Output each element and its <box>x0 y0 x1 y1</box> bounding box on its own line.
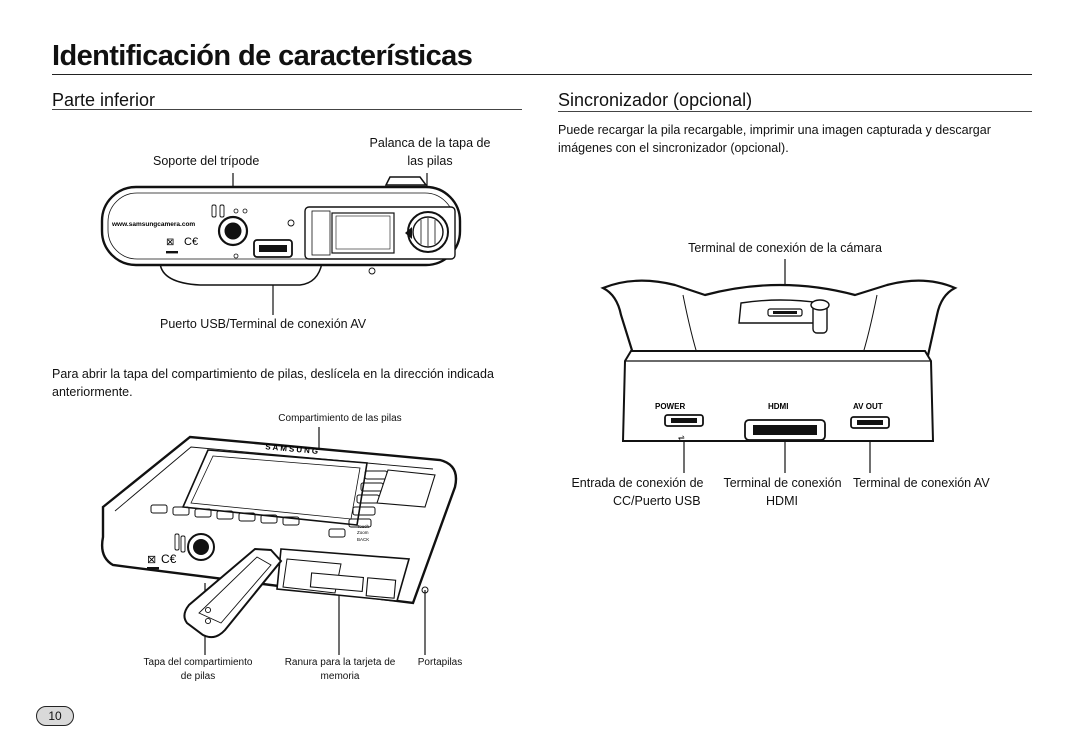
label-battery-compartment: Compartimiento de las pilas <box>278 413 402 424</box>
title-divider <box>52 74 1032 75</box>
camera-battery-illustration: SAMSUNG Touch Zoom BACK ⊠ C€ <box>100 427 458 655</box>
svg-text:HDMI: HDMI <box>768 402 788 411</box>
instruction-text: Para abrir la tapa del compartimiento de… <box>52 367 494 399</box>
section-heading-cradle: Sincronizador (opcional) <box>558 90 753 110</box>
svg-text:Zoom: Zoom <box>357 530 369 535</box>
svg-text:C€: C€ <box>184 236 198 248</box>
camera-bottom-illustration: www.samsungcamera.com ⊠ C€ <box>100 173 462 315</box>
label-memory-card-slot-2: memoria <box>320 671 360 682</box>
page-number: 10 <box>36 706 74 726</box>
label-memory-card-slot-1: Ranura para la tarjeta de <box>284 657 396 668</box>
svg-text:⊠: ⊠ <box>166 237 174 248</box>
page-title: Identificación de características <box>52 40 473 72</box>
section-heading-bottom: Parte inferior <box>52 90 156 110</box>
svg-text:C€: C€ <box>161 552 177 566</box>
label-dc-input-1: Entrada de conexión de <box>571 476 704 490</box>
label-battery-lever-2: las pilas <box>407 154 453 168</box>
label-tripod-mount: Soporte del trípode <box>153 154 260 168</box>
label-battery-holder: Portapilas <box>417 657 463 668</box>
label-battery-cover-2: de pilas <box>180 671 216 682</box>
svg-text:⇌: ⇌ <box>678 433 685 442</box>
section-divider-cradle <box>558 111 1032 112</box>
label-dc-input-2: CC/Puerto USB <box>613 494 701 508</box>
cradle-description: Puede recargar la pila recargable, impri… <box>558 123 991 155</box>
section-divider-bottom <box>52 109 522 110</box>
label-camera-terminal: Terminal de conexión de la cámara <box>688 241 882 255</box>
label-battery-cover-1: Tapa del compartimiento <box>143 657 253 668</box>
svg-text:www.samsungcamera.com: www.samsungcamera.com <box>111 221 195 228</box>
cradle-illustration: POWER HDMI AV OUT ⇌ <box>600 259 958 473</box>
svg-text:POWER: POWER <box>655 402 685 411</box>
label-usb-av-port: Puerto USB/Terminal de conexión AV <box>160 317 367 331</box>
label-hdmi-terminal-1: Terminal de conexión <box>723 476 842 490</box>
svg-text:BACK: BACK <box>357 537 369 542</box>
label-hdmi-terminal-2: HDMI <box>766 494 798 508</box>
svg-text:AV OUT: AV OUT <box>853 402 883 411</box>
label-battery-lever-1: Palanca de la tapa de <box>369 136 491 150</box>
svg-text:⊠: ⊠ <box>147 554 156 566</box>
svg-text:Touch: Touch <box>357 524 370 529</box>
label-av-terminal: Terminal de conexión AV <box>853 476 990 490</box>
